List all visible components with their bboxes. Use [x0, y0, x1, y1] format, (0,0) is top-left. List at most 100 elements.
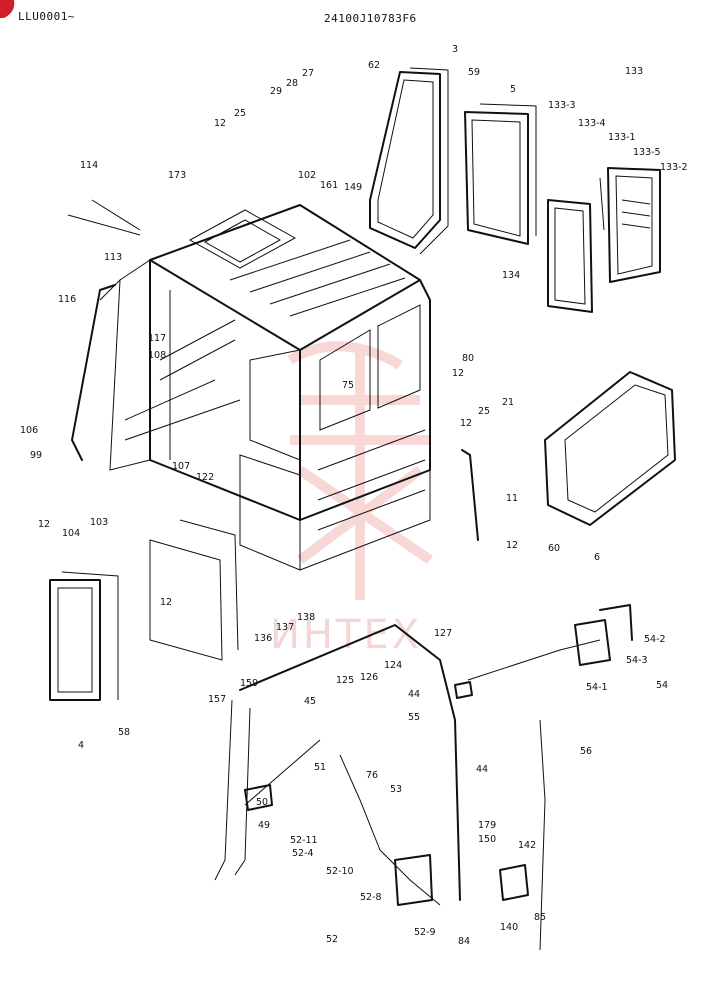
callout-label: 113 — [104, 252, 122, 263]
callout-label: 21 — [502, 397, 514, 408]
callout-label: 25 — [478, 406, 490, 417]
watermark-text: ИНТЕХ — [270, 612, 422, 658]
callout-label: 107 — [172, 461, 190, 472]
callout-label: 55 — [408, 712, 420, 723]
callout-label: 44 — [408, 689, 420, 700]
work-lamp-54 — [574, 604, 633, 666]
wiper-motor-50 — [244, 784, 273, 811]
handrail-11 — [461, 449, 479, 541]
callout-label: 28 — [286, 78, 298, 89]
window-glass-62 — [369, 67, 449, 255]
callout-label: 80 — [462, 353, 474, 364]
callout-label: 52-10 — [326, 866, 354, 877]
connector-44 — [454, 681, 473, 699]
window-glass-4 — [49, 571, 119, 701]
window-glass-59 — [464, 103, 537, 245]
callout-label: 54-3 — [626, 655, 648, 666]
callout-label: 114 — [80, 160, 98, 171]
callout-label: 52-11 — [290, 835, 318, 846]
callout-label: 179 — [478, 820, 496, 831]
callout-label: 54-1 — [586, 682, 608, 693]
callout-label: 142 — [518, 840, 536, 851]
callout-label: 159 — [240, 678, 258, 689]
callout-label: 12 — [506, 540, 518, 551]
drawing-number-text: 24100J10783F6 — [324, 12, 417, 25]
callout-label: 116 — [58, 294, 76, 305]
window-glass-60 — [544, 371, 676, 526]
callout-label: 11 — [506, 493, 518, 504]
callout-label: 126 — [360, 672, 378, 683]
callout-label: 56 — [580, 746, 592, 757]
callout-label: 133-2 — [660, 162, 688, 173]
callout-label: 133-4 — [578, 118, 606, 129]
callout-label: 103 — [90, 517, 108, 528]
callout-label: 122 — [196, 472, 214, 483]
callout-label: 12 — [160, 597, 172, 608]
callout-label: 108 — [148, 350, 166, 361]
wiring-harness — [214, 624, 601, 951]
callout-label: 149 — [344, 182, 362, 193]
callout-label: 58 — [118, 727, 130, 738]
callout-label: 137 — [276, 622, 294, 633]
callout-label: 102 — [298, 170, 316, 181]
callout-label: 75 — [342, 380, 354, 391]
callout-label: 3 — [452, 44, 458, 55]
switch-142 — [499, 864, 529, 901]
callout-label: 117 — [148, 333, 166, 344]
callout-label: 4 — [78, 740, 84, 751]
callout-label: 140 — [500, 922, 518, 933]
callout-label: 138 — [297, 612, 315, 623]
callout-label: 52-4 — [292, 848, 314, 859]
callout-label: 52-9 — [414, 927, 436, 938]
window-glass-134 — [547, 199, 593, 313]
callout-label: 127 — [434, 628, 452, 639]
callout-label: 134 — [502, 270, 520, 281]
callout-label: 12 — [460, 418, 472, 429]
callout-label: 27 — [302, 68, 314, 79]
callout-label: 52 — [326, 934, 338, 945]
callout-label: 12 — [452, 368, 464, 379]
callout-label: 12 — [38, 519, 50, 530]
callout-label: 59 — [468, 67, 480, 78]
callout-label: 51 — [314, 762, 326, 773]
corner-mark — [0, 0, 15, 18]
washer-tank-52 — [394, 854, 433, 906]
callout-label: 133-1 — [608, 132, 636, 143]
damper-113 — [67, 199, 141, 236]
cab-frame-173 — [99, 204, 431, 571]
window-assembly-133 — [599, 167, 661, 283]
callout-label: 5 — [510, 84, 516, 95]
callout-label: 50 — [256, 797, 268, 808]
callout-label: 104 — [62, 528, 80, 539]
callout-label: 52-8 — [360, 892, 382, 903]
callout-label: 84 — [458, 936, 470, 947]
callout-label: 124 — [384, 660, 402, 671]
callout-label: 12 — [214, 118, 226, 129]
callout-label: 85 — [534, 912, 546, 923]
callout-label: 60 — [548, 543, 560, 554]
callout-label: 54-2 — [644, 634, 666, 645]
handrail-116 — [71, 284, 116, 461]
callout-label: 125 — [336, 675, 354, 686]
callout-label: 150 — [478, 834, 496, 845]
callout-label: 45 — [304, 696, 316, 707]
callout-label: 161 — [320, 180, 338, 191]
callout-label: 25 — [234, 108, 246, 119]
callout-label: 157 — [208, 694, 226, 705]
callout-label: 106 — [20, 425, 38, 436]
callout-labels: 362595133133-3133-4133-1133-5133-2134272… — [20, 44, 688, 947]
callout-label: 76 — [366, 770, 378, 781]
callout-label: 99 — [30, 450, 42, 461]
callout-label: 173 — [168, 170, 186, 181]
model-range-text: LLU0001~ — [18, 10, 75, 23]
callout-label: 133 — [625, 66, 643, 77]
door-frame-157 — [149, 519, 239, 661]
callout-label: 54 — [656, 680, 668, 691]
callout-label: 136 — [254, 633, 272, 644]
callout-label: 53 — [390, 784, 402, 795]
callout-label: 133-5 — [633, 147, 661, 158]
callout-label: 133-3 — [548, 100, 576, 111]
callout-label: 6 — [594, 552, 600, 563]
